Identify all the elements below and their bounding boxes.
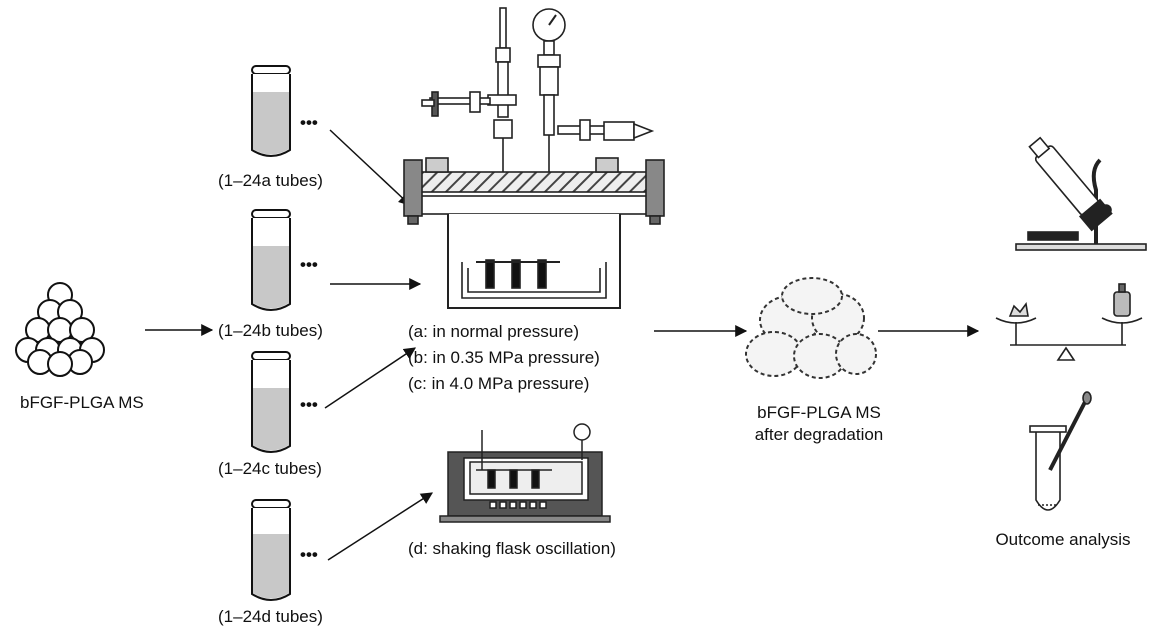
- test-tube-pipette-icon: [1029, 391, 1092, 511]
- ellipsis-b: •••: [300, 255, 318, 274]
- degraded-label-line2: after degradation: [755, 425, 884, 444]
- shaking-label: (d: shaking flask oscillation): [408, 539, 616, 558]
- tube-group-d-label: (1–24d tubes): [218, 607, 323, 626]
- tube-c-icon: [251, 351, 291, 453]
- ellipsis-d: •••: [300, 545, 318, 564]
- degraded-microspheres-icon: [745, 277, 877, 379]
- tube-a-icon: [251, 65, 291, 157]
- tube-b-icon: [251, 209, 291, 311]
- ellipsis-a: •••: [300, 113, 318, 132]
- condition-b: (b: in 0.35 MPa pressure): [408, 348, 600, 367]
- source-label: bFGF-PLGA MS: [20, 393, 144, 412]
- tube-group-a-label: (1–24a tubes): [218, 171, 323, 190]
- arrow-tube-c: [324, 347, 416, 409]
- ellipsis-c: •••: [300, 395, 318, 414]
- tube-group-b-label: (1–24b tubes): [218, 321, 323, 340]
- condition-a: (a: in normal pressure): [408, 322, 579, 341]
- tube-d-icon: [251, 499, 291, 601]
- arrow-tube-a: [329, 129, 411, 206]
- microsphere-pile-icon: [15, 282, 105, 377]
- degraded-label-line1: bFGF-PLGA MS: [757, 403, 881, 422]
- tube-group-c-label: (1–24c tubes): [218, 459, 322, 478]
- condition-c: (c: in 4.0 MPa pressure): [408, 374, 589, 393]
- balance-scale-icon: [995, 283, 1143, 361]
- arrow-tube-d: [327, 492, 434, 561]
- microscope-icon: [1015, 136, 1147, 251]
- outcome-label: Outcome analysis: [995, 530, 1130, 549]
- pressure-vessel-icon: [403, 7, 665, 309]
- shaking-flask-icon: [439, 423, 611, 523]
